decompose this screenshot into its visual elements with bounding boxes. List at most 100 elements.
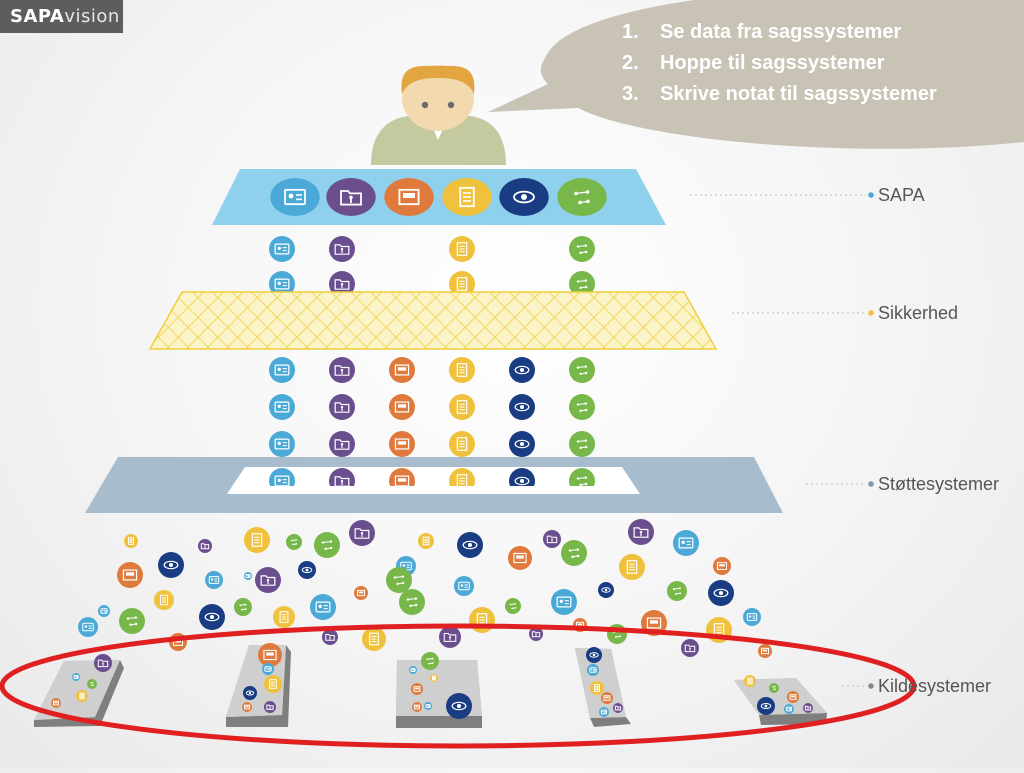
folder-person-icon — [329, 236, 355, 262]
folder-person-icon — [803, 703, 813, 713]
eye-money-icon — [509, 431, 535, 457]
people-network-icon — [561, 540, 587, 566]
eye-money-icon — [509, 394, 535, 420]
folder-person-icon — [628, 519, 654, 545]
sikkerhed-label-dot — [868, 310, 874, 316]
sapa-layer-panel — [212, 169, 666, 225]
document-icon — [264, 675, 282, 693]
id-card-icon — [424, 702, 432, 710]
id-card-icon — [454, 576, 474, 596]
sapavision-logo: SAPAvision — [0, 0, 123, 33]
eye-money-icon — [586, 647, 602, 663]
id-card-icon — [98, 605, 110, 617]
id-card-icon — [599, 707, 609, 717]
case-file-icon — [258, 643, 282, 667]
document-icon — [449, 357, 475, 383]
document-icon — [449, 271, 475, 297]
case-file-icon — [601, 692, 613, 704]
speech-item-text: Skrive notat til sagssystemer — [660, 83, 937, 105]
people-network-icon — [557, 178, 607, 216]
document-icon — [124, 534, 138, 548]
id-card-icon — [784, 704, 794, 714]
eye-money-icon — [457, 532, 483, 558]
people-network-icon — [667, 581, 687, 601]
document-icon — [244, 527, 270, 553]
source-system-block — [226, 643, 291, 727]
speech-item: 2.Hoppe til sagssystemer — [622, 48, 937, 79]
case-file-icon — [389, 394, 415, 420]
eye-money-icon — [298, 561, 316, 579]
case-file-icon — [508, 546, 532, 570]
eye-money-icon — [757, 697, 775, 715]
folder-person-icon — [529, 627, 543, 641]
folder-person-icon — [681, 639, 699, 657]
eye-money-icon — [509, 468, 535, 486]
people-network-icon — [569, 236, 595, 262]
people-network-icon — [87, 679, 97, 689]
document-icon — [449, 236, 475, 262]
stotte-label-dot — [868, 481, 874, 487]
people-network-icon — [421, 652, 439, 670]
source-system-block — [396, 652, 482, 728]
eye-money-icon — [243, 686, 257, 700]
eye-money-icon — [598, 582, 614, 598]
eye-money-icon — [446, 693, 472, 719]
case-file-icon — [389, 357, 415, 383]
people-network-icon — [119, 608, 145, 634]
source-system-block — [34, 654, 124, 727]
document-icon — [154, 590, 174, 610]
document-icon — [619, 554, 645, 580]
id-card-icon — [78, 617, 98, 637]
case-file-icon — [787, 691, 799, 703]
speech-list: 1.Se data fra sagssystemer 2.Hoppe til s… — [622, 17, 937, 110]
people-network-icon — [569, 394, 595, 420]
case-file-icon — [713, 557, 731, 575]
source-system-block — [734, 675, 827, 725]
case-file-icon — [117, 562, 143, 588]
document-icon — [449, 431, 475, 457]
people-network-icon — [569, 431, 595, 457]
case-file-icon — [389, 431, 415, 457]
eye-money-icon — [158, 552, 184, 578]
document-icon — [469, 607, 495, 633]
case-file-icon — [412, 702, 422, 712]
speech-item-number: 1. — [622, 21, 639, 43]
folder-person-icon — [255, 567, 281, 593]
id-card-icon — [269, 236, 295, 262]
source-systems-highlight-ring — [0, 623, 917, 749]
document-icon — [590, 681, 604, 695]
people-network-icon — [386, 567, 412, 593]
folder-person-icon — [329, 394, 355, 420]
case-file-icon — [384, 178, 434, 216]
id-card-icon — [205, 571, 223, 589]
folder-person-icon — [198, 539, 212, 553]
eye-money-icon — [499, 178, 549, 216]
speech-item-number: 2. — [622, 52, 639, 74]
id-card-icon — [269, 271, 295, 297]
people-network-icon — [399, 589, 425, 615]
security-mesh-layer — [148, 291, 718, 350]
user-avatar — [371, 65, 506, 165]
case-file-icon — [242, 702, 252, 712]
document-icon — [362, 627, 386, 651]
layer-label-kildesystemer: Kildesystemer — [878, 676, 992, 696]
speech-item-number: 3. — [622, 83, 639, 105]
id-card-icon — [269, 468, 295, 486]
case-file-icon — [389, 468, 415, 486]
id-card-icon — [270, 178, 320, 216]
case-file-icon — [51, 698, 61, 708]
logo-bold-text: SAPA — [10, 6, 65, 27]
id-card-icon — [673, 530, 699, 556]
people-network-icon — [569, 271, 595, 297]
document-icon — [418, 533, 434, 549]
id-card-icon — [310, 594, 336, 620]
document-icon — [76, 690, 88, 702]
folder-person-icon — [349, 520, 375, 546]
eye-money-icon — [199, 604, 225, 630]
support-systems-window — [227, 467, 640, 494]
case-file-icon — [354, 586, 368, 600]
folder-person-icon — [613, 703, 623, 713]
eye-money-icon — [509, 357, 535, 383]
